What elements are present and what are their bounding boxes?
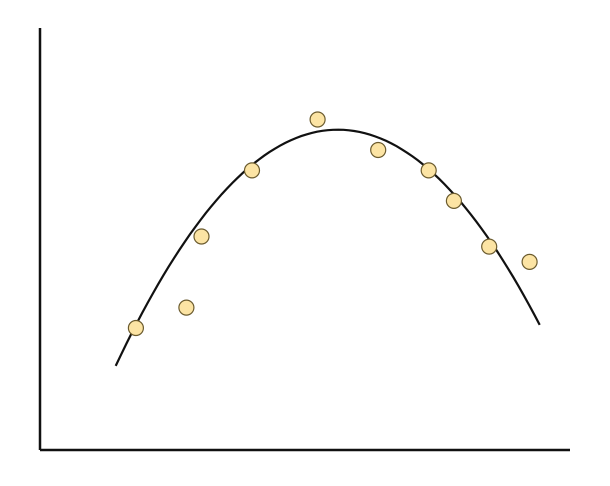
data-point — [370, 141, 387, 159]
data-point — [178, 299, 195, 316]
data-point — [521, 253, 538, 270]
fit-curve-layer — [114, 128, 541, 367]
data-point — [481, 238, 498, 255]
data-point — [420, 162, 437, 179]
axes-layer — [38, 28, 570, 452]
data-point — [445, 192, 462, 209]
fit-curve — [114, 128, 541, 367]
data-points-layer — [127, 111, 538, 337]
data-point — [243, 162, 261, 179]
data-point — [193, 228, 210, 245]
data-point — [309, 111, 326, 128]
data-point — [127, 319, 144, 337]
